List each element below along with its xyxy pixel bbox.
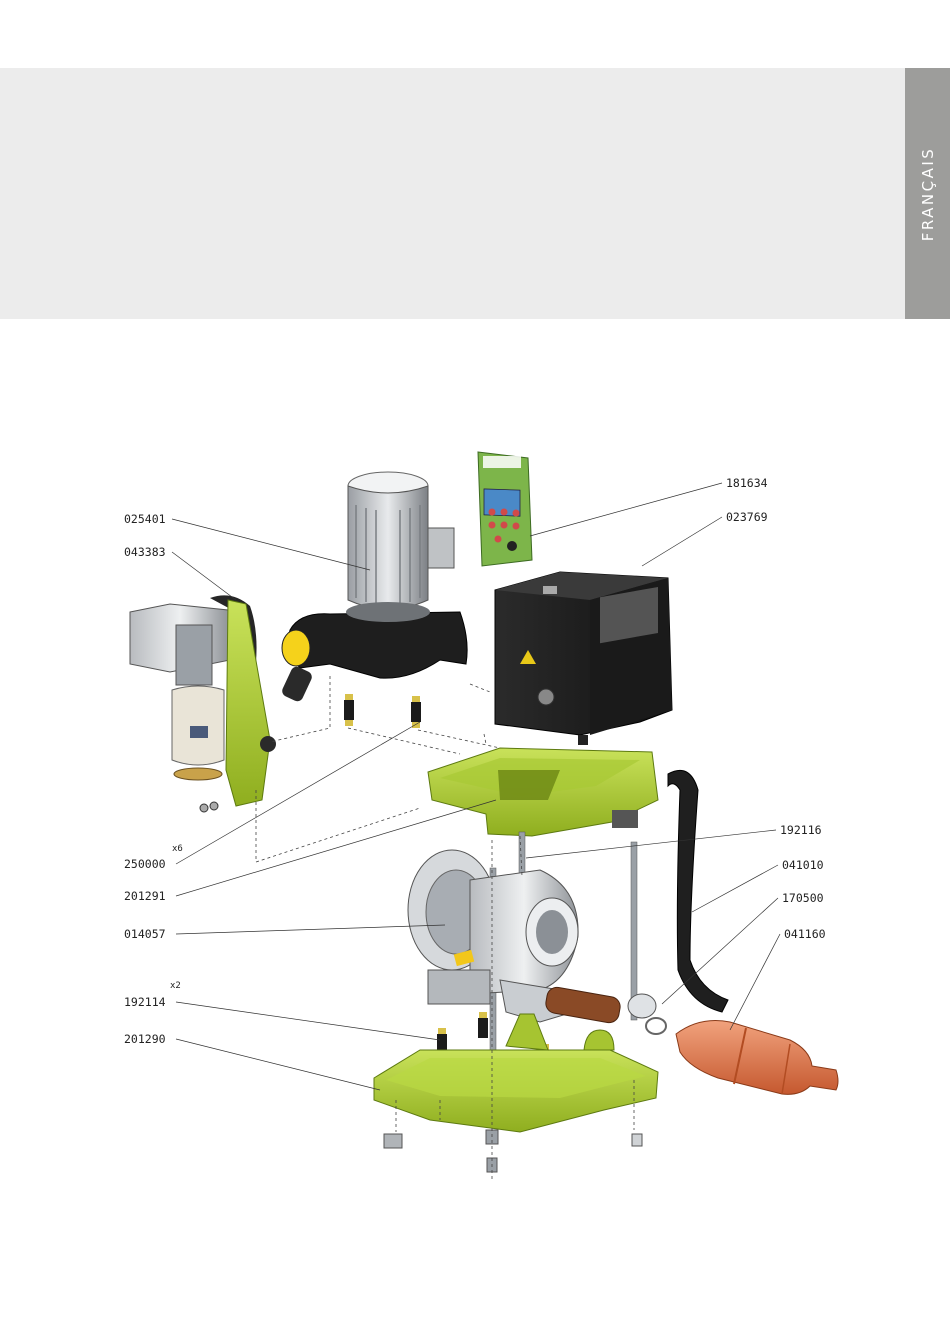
label-192116: 192116	[780, 823, 822, 837]
qty-250000: x6	[172, 844, 183, 854]
label-192114: 192114	[124, 995, 166, 1009]
vibration-mounts-upper	[344, 694, 421, 728]
label-201290: 201290	[124, 1032, 166, 1046]
base-plate	[374, 1014, 658, 1172]
label-170500: 170500	[782, 891, 824, 905]
label-041010: 041010	[782, 858, 824, 872]
separator-valve-unit	[130, 595, 276, 812]
label-023769: 023769	[726, 510, 768, 524]
label-025401: 025401	[124, 512, 166, 526]
pump-motor	[280, 472, 467, 703]
silencer-filter	[676, 1021, 838, 1095]
label-014057: 014057	[124, 927, 166, 941]
control-box-housing	[495, 572, 672, 745]
label-181634: 181634	[726, 476, 768, 490]
label-043383: 043383	[124, 545, 166, 559]
label-201291: 201291	[124, 889, 166, 903]
upper-support-plate	[428, 748, 658, 836]
qty-192114: x2	[170, 981, 181, 991]
remote-control-panel	[478, 452, 532, 566]
suction-hose	[668, 770, 728, 1012]
label-250000: 250000	[124, 857, 166, 871]
label-041160: 041160	[784, 927, 826, 941]
outlet-pipe-clamp	[544, 986, 666, 1034]
